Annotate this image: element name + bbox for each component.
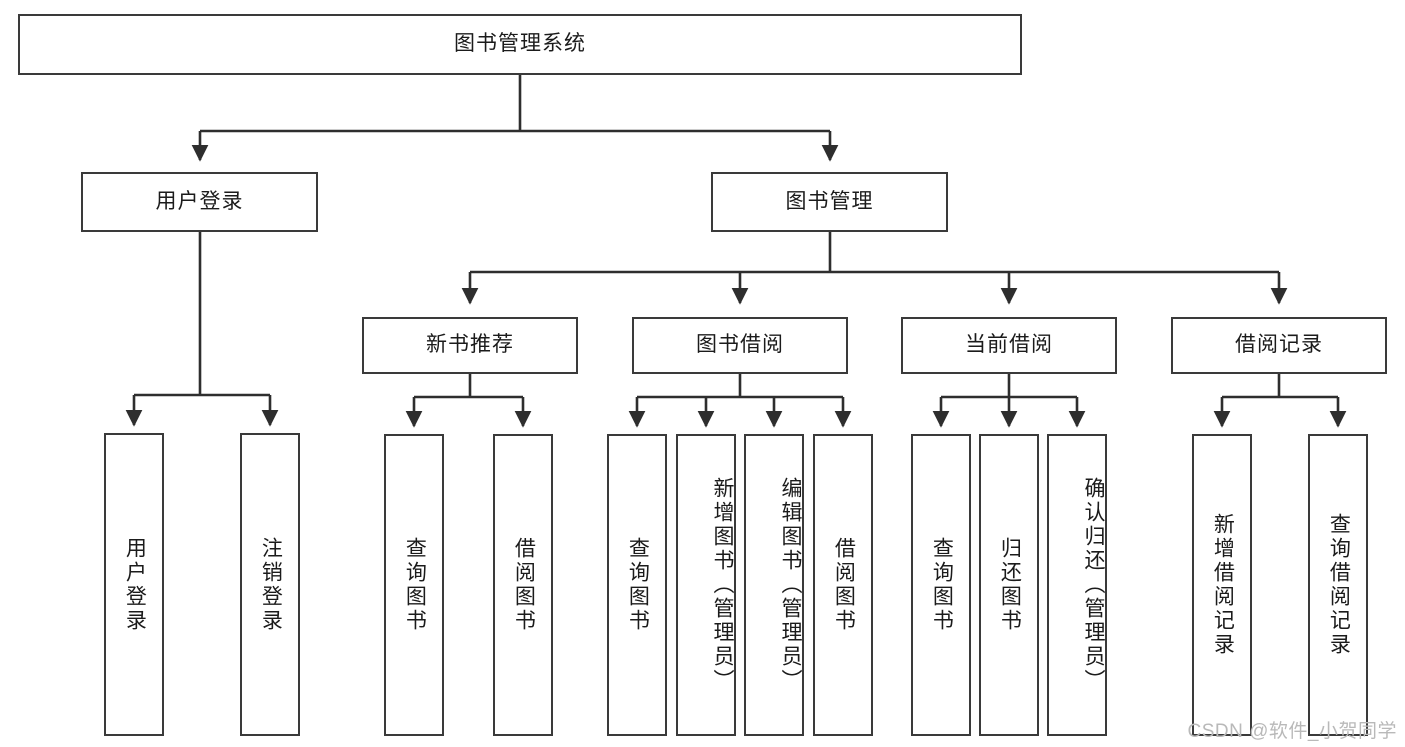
leaf-borrow-book-2-label: 借阅图书: [832, 537, 856, 633]
leaf-add-book[interactable]: 新增图书（管理员）: [676, 434, 736, 736]
leaf-borrow-book-2[interactable]: 借阅图书: [813, 434, 873, 736]
node-root-label: 图书管理系统: [454, 32, 586, 56]
leaf-query-book-2-label: 查询图书: [626, 537, 650, 633]
leaf-confirm-return[interactable]: 确认归还（管理员）: [1047, 434, 1107, 736]
node-root[interactable]: 图书管理系统: [18, 14, 1022, 75]
csdn-watermark: CSDN @软件_小贺同学: [1187, 721, 1397, 742]
leaf-query-book-1-label: 查询图书: [403, 537, 427, 633]
node-book-manage-label: 图书管理: [785, 189, 874, 213]
node-book-borrow[interactable]: 图书借阅: [632, 317, 848, 374]
node-user-login[interactable]: 用户登录: [81, 172, 318, 232]
leaf-add-record-label: 新增借阅记录: [1211, 513, 1235, 657]
leaf-add-book-label: 新增图书（管理员）: [711, 477, 734, 693]
leaf-confirm-return-label: 确认归还（管理员）: [1082, 477, 1105, 693]
node-new-book-recommend-label: 新书推荐: [426, 333, 514, 357]
leaf-logout-login[interactable]: 注销登录: [240, 433, 300, 736]
leaf-edit-book[interactable]: 编辑图书（管理员）: [744, 434, 804, 736]
leaf-query-book-3[interactable]: 查询图书: [911, 434, 971, 736]
node-new-book-recommend[interactable]: 新书推荐: [362, 317, 578, 374]
leaf-logout-login-label: 注销登录: [259, 536, 283, 633]
leaf-edit-book-label: 编辑图书（管理员）: [779, 477, 802, 693]
leaf-add-record[interactable]: 新增借阅记录: [1192, 434, 1252, 736]
leaf-query-record[interactable]: 查询借阅记录: [1308, 434, 1368, 736]
node-book-manage[interactable]: 图书管理: [711, 172, 948, 232]
leaf-query-record-label: 查询借阅记录: [1327, 513, 1351, 657]
node-user-login-label: 用户登录: [155, 189, 244, 213]
node-current-borrow-label: 当前借阅: [965, 333, 1053, 357]
leaf-query-book-1[interactable]: 查询图书: [384, 434, 444, 736]
leaf-query-book-3-label: 查询图书: [930, 537, 954, 633]
leaf-borrow-book-1[interactable]: 借阅图书: [493, 434, 553, 736]
leaf-query-book-2[interactable]: 查询图书: [607, 434, 667, 736]
node-book-borrow-label: 图书借阅: [696, 333, 784, 357]
node-borrow-record-label: 借阅记录: [1235, 333, 1323, 357]
leaf-user-login[interactable]: 用户登录: [104, 433, 164, 736]
leaf-borrow-book-1-label: 借阅图书: [512, 537, 536, 633]
node-current-borrow[interactable]: 当前借阅: [901, 317, 1117, 374]
leaf-return-book-label: 归还图书: [998, 537, 1022, 633]
leaf-user-login-label: 用户登录: [123, 536, 147, 633]
leaf-return-book[interactable]: 归还图书: [979, 434, 1039, 736]
node-borrow-record[interactable]: 借阅记录: [1171, 317, 1387, 374]
